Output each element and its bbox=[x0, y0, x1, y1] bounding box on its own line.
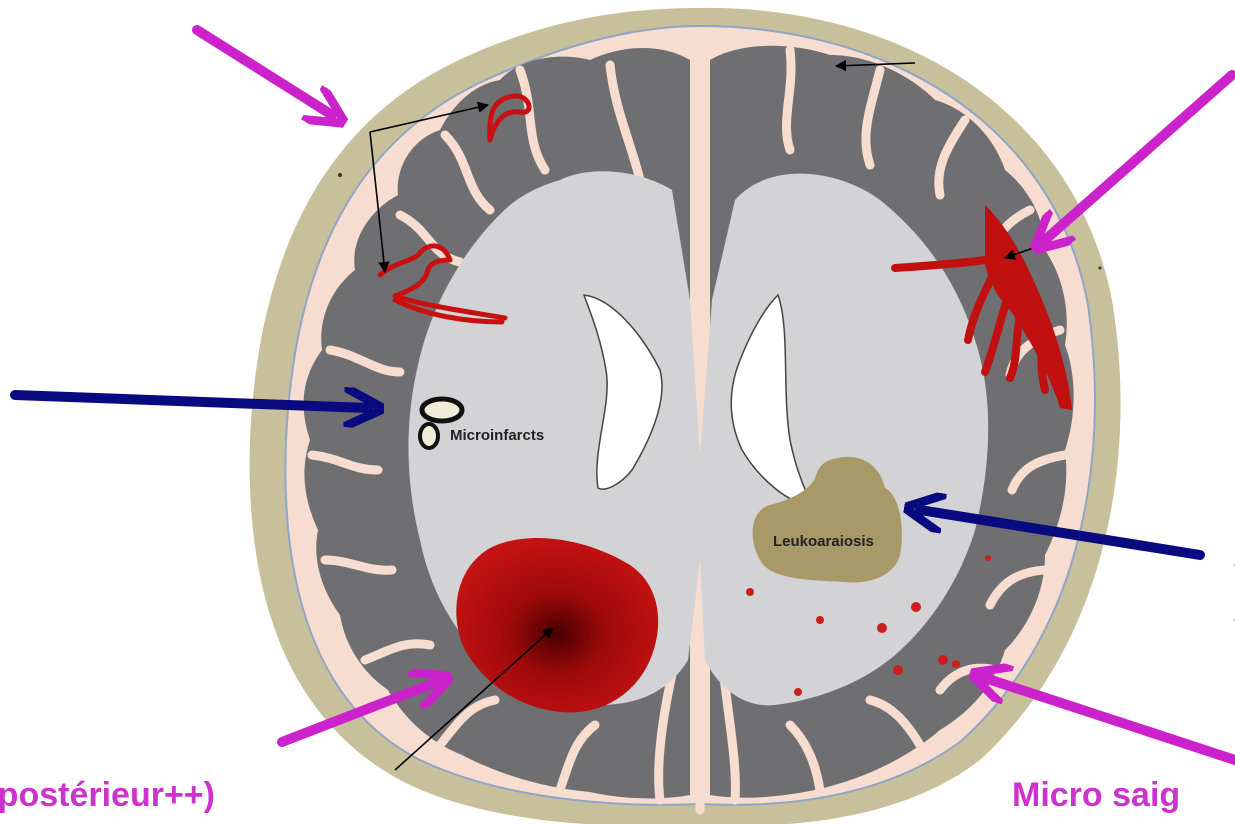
magenta-arrow-top-right bbox=[1045, 75, 1232, 240]
caption-right: Micro saig bbox=[1012, 776, 1180, 815]
magenta-arrow-bottom-right bbox=[985, 678, 1235, 760]
leukoaraiosis-label: Leukoaraiosis bbox=[773, 533, 874, 550]
microinfarcts-label: Microinfarcts bbox=[450, 427, 544, 444]
caption-left: e (postérieur++) bbox=[0, 776, 215, 815]
magenta-arrow-top-left bbox=[197, 30, 332, 115]
